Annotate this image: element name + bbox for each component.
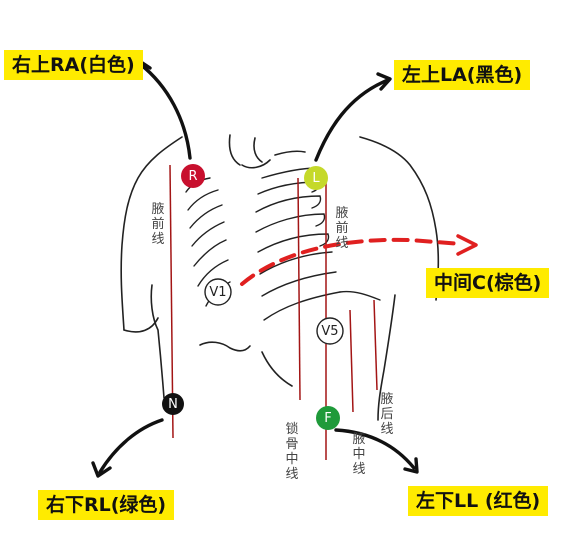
anterior-axillary-right-label: 腋 前 线 — [151, 202, 165, 247]
left-side-outline — [377, 294, 396, 421]
arrow-to-right-leg — [98, 418, 164, 474]
electrode-v5-label: V5 — [321, 324, 339, 339]
electrodes — [162, 164, 344, 430]
posterior-axillary-label: 腋 后 线 — [380, 392, 394, 437]
label-left-arm: 左上LA(黑色) — [394, 60, 531, 90]
electrode-r-label: R — [188, 169, 198, 184]
label-right-arm: 右上RA(白色) — [4, 50, 143, 80]
torso-outline — [120, 134, 440, 421]
label-right-leg: 右下RL(绿色) — [38, 490, 175, 520]
midclavicular-label: 锁 骨 中 线 — [285, 422, 299, 482]
anterior-axillary-left-label: 腋 前 线 — [335, 206, 349, 251]
posterior-axillary-line — [373, 299, 378, 391]
right-shoulder-outline — [120, 136, 183, 331]
midclavicular-line — [297, 177, 301, 401]
right-anterior-axillary-line — [169, 164, 174, 439]
midaxillary-line — [349, 309, 354, 413]
electrode-n — [162, 393, 184, 415]
electrode-f-label: F — [324, 411, 332, 426]
right-side-outline — [150, 284, 165, 399]
electrode-l-label: L — [312, 171, 320, 186]
label-chest: 中间C(棕色) — [426, 268, 550, 298]
lead-arrows — [91, 58, 419, 478]
electrode-v1-label: V1 — [209, 285, 227, 300]
electrode-l — [304, 166, 328, 190]
electrode-n-label: N — [168, 397, 178, 412]
arrow-to-left-leg — [334, 428, 416, 470]
electrode-v1 — [204, 278, 232, 306]
electrode-r — [181, 164, 205, 188]
chest-arrow — [240, 234, 478, 286]
electrode-v5 — [316, 317, 344, 345]
electrode-f — [316, 406, 340, 430]
arrow-to-left-arm — [314, 78, 390, 162]
label-left-leg: 左下LL (红色) — [408, 486, 549, 516]
midaxillary-label: 腋 中 线 — [352, 432, 366, 477]
arrow-to-right-arm — [138, 62, 192, 160]
